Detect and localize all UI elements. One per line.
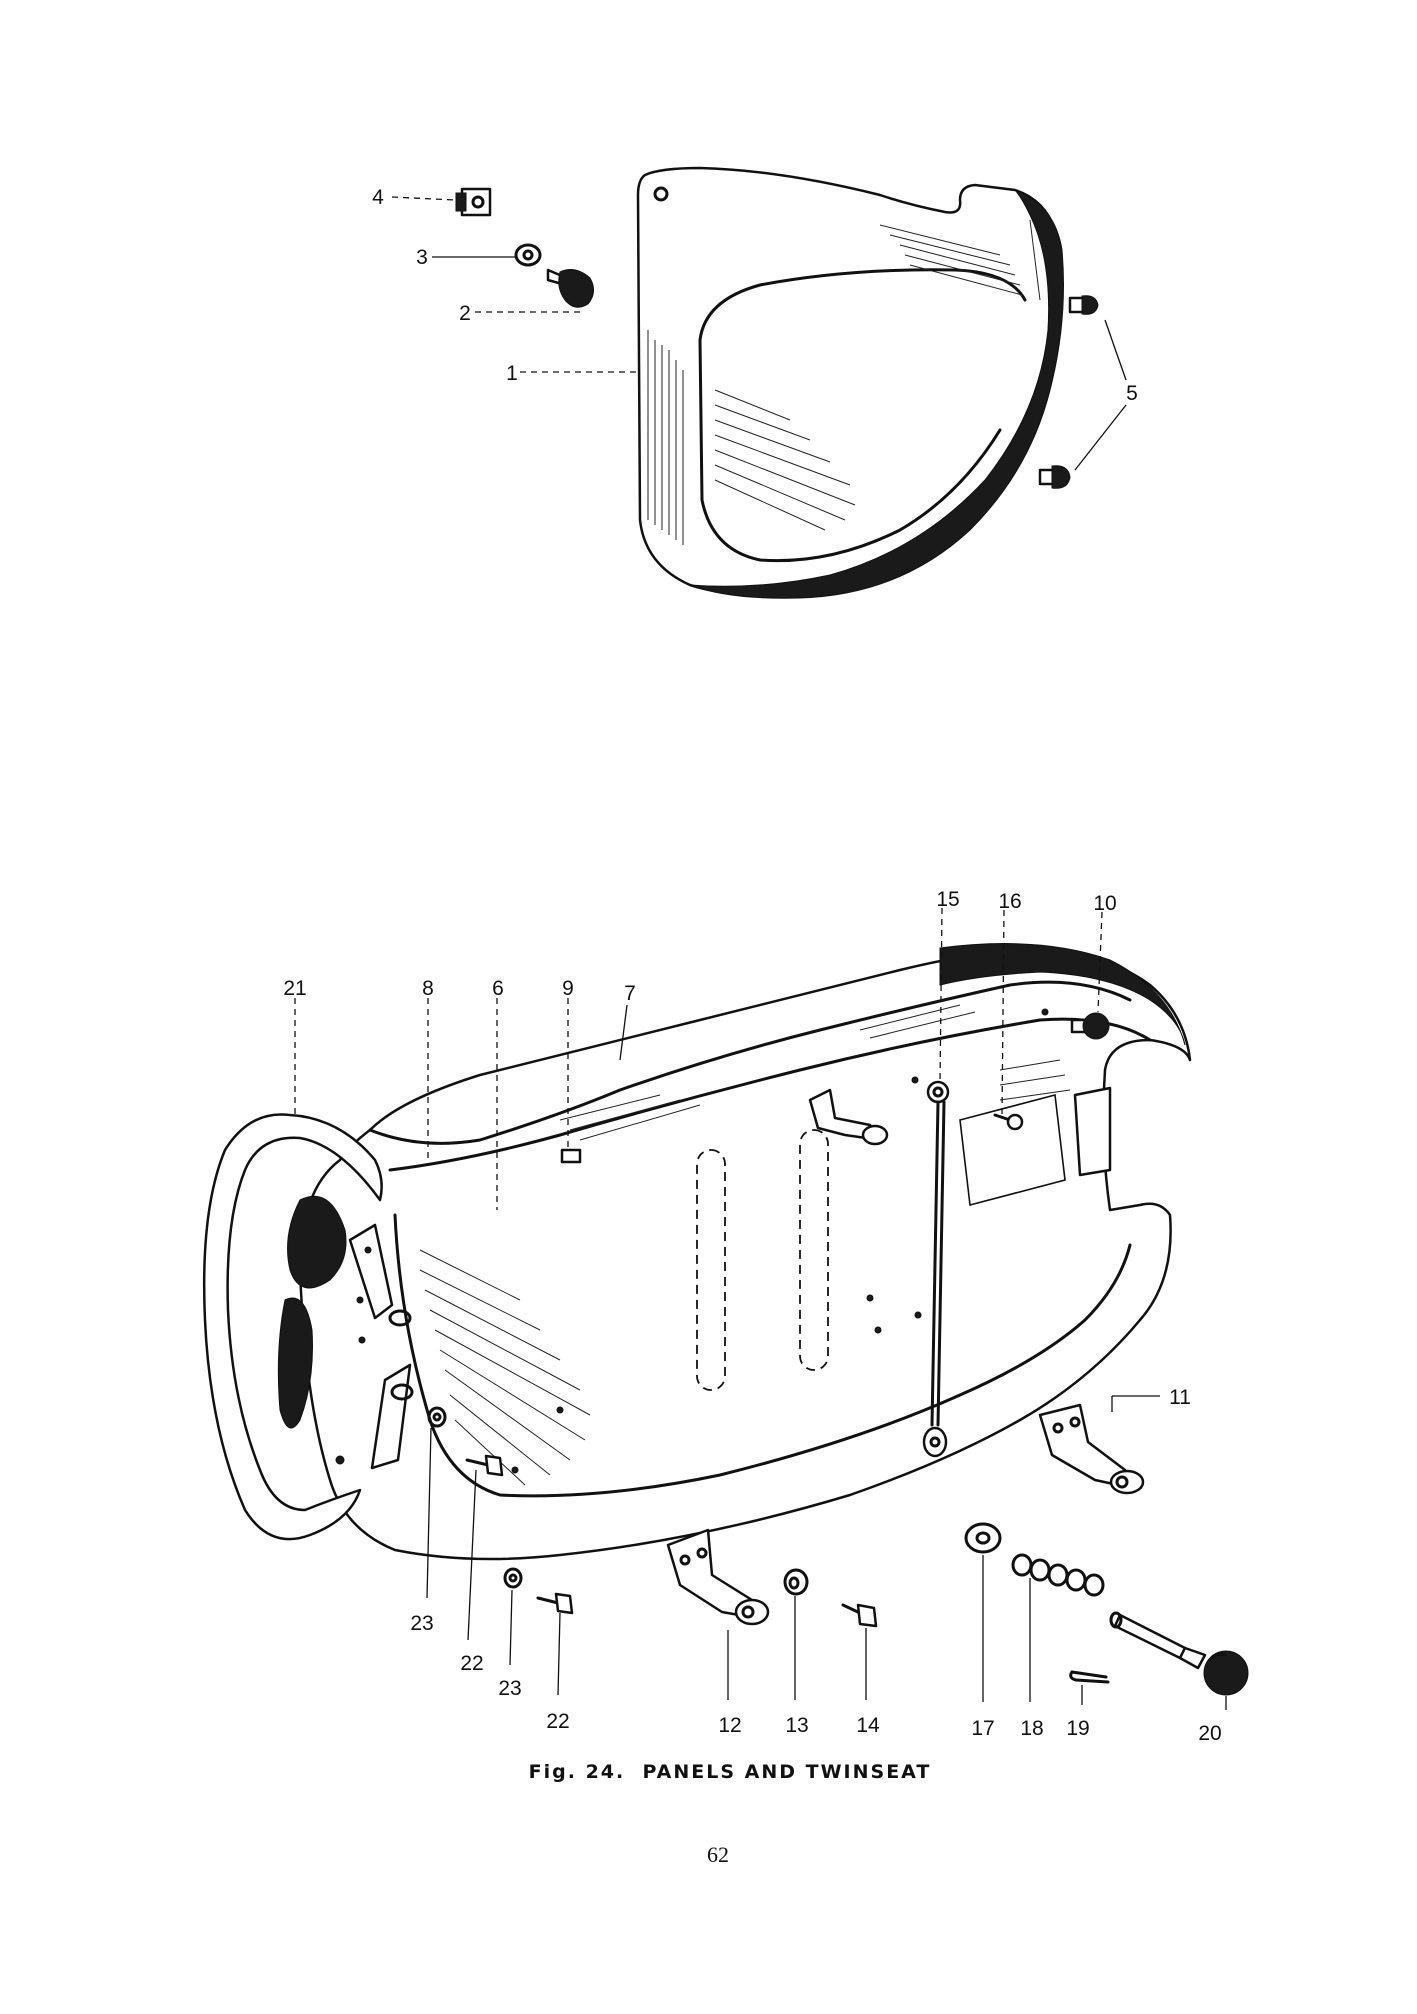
callout-3: 3 bbox=[416, 246, 428, 269]
part-13-washer bbox=[783, 1568, 809, 1596]
callout-15: 15 bbox=[936, 888, 959, 911]
part-10-knob bbox=[1070, 1012, 1110, 1040]
callout-19: 19 bbox=[1066, 1717, 1089, 1740]
twinseat-top-edge bbox=[368, 980, 1132, 1145]
callout-10: 10 bbox=[1093, 892, 1116, 915]
side-panel-inner-edge-lower bbox=[698, 338, 1002, 563]
callout-22-lower: 22 bbox=[546, 1710, 569, 1733]
part-19-split-pin bbox=[1069, 1670, 1110, 1684]
bottom-leaders bbox=[294, 907, 1227, 1710]
side-panel-shading bbox=[647, 219, 1041, 545]
part-5-stud-upper bbox=[1068, 295, 1099, 315]
callout-11: 11 bbox=[1169, 1386, 1191, 1409]
part-17-washer bbox=[964, 1522, 1002, 1554]
side-panel-inner-edge bbox=[698, 268, 1027, 342]
twinseat-center-bracket bbox=[808, 1088, 889, 1146]
side-panel-rim bbox=[689, 189, 1064, 599]
twinseat-rear-plate bbox=[959, 1093, 1066, 1207]
part-22-bolt-fitted bbox=[465, 1454, 504, 1477]
twinseat-holes bbox=[511, 1008, 1049, 1474]
callout-4: 4 bbox=[372, 186, 384, 209]
callout-16: 16 bbox=[998, 890, 1021, 913]
twinseat-group bbox=[298, 943, 1192, 1561]
part-14-bolt bbox=[841, 1603, 878, 1628]
callout-7: 7 bbox=[624, 982, 636, 1005]
twinseat-top-ridge bbox=[388, 1017, 1152, 1172]
part-23-washer-fitted bbox=[427, 1406, 447, 1428]
callout-12: 12 bbox=[718, 1714, 741, 1737]
callout-13: 13 bbox=[785, 1714, 808, 1737]
part-9-clip bbox=[560, 1148, 582, 1164]
part-15-stay bbox=[922, 1080, 950, 1458]
callout-17: 17 bbox=[971, 1717, 994, 1740]
part-21-grab-rail bbox=[202, 1113, 414, 1541]
part-2-knob-screw bbox=[546, 268, 594, 308]
part-3-washer bbox=[514, 243, 542, 267]
twinseat-front-bracket-panel bbox=[1073, 1086, 1112, 1177]
side-panel-group bbox=[636, 166, 1064, 599]
part-20-plunger bbox=[1109, 1611, 1249, 1696]
top-leaders bbox=[391, 196, 1127, 471]
callout-5: 5 bbox=[1126, 382, 1138, 405]
callout-21: 21 bbox=[283, 977, 306, 1000]
twinseat-shading bbox=[419, 1004, 1071, 1486]
twinseat-inner-edge bbox=[393, 1213, 1132, 1498]
callout-22-upper: 22 bbox=[460, 1652, 483, 1675]
callout-18: 18 bbox=[1020, 1717, 1043, 1740]
callout-14: 14 bbox=[856, 1714, 880, 1737]
part-16-screw bbox=[993, 1113, 1024, 1131]
callout-6: 6 bbox=[492, 977, 504, 1000]
callout-2: 2 bbox=[459, 302, 471, 325]
callout-labels: 4 3 2 1 5 15 16 10 21 8 6 9 7 11 23 22 2… bbox=[283, 186, 1221, 1745]
part-18-washers bbox=[1011, 1553, 1105, 1597]
part-5-stud-lower bbox=[1038, 465, 1071, 489]
twinseat-pan bbox=[298, 948, 1192, 1561]
twinseat-slot-left bbox=[696, 1149, 726, 1391]
callout-8: 8 bbox=[422, 977, 434, 1000]
part-22-bolt-loose bbox=[536, 1592, 574, 1615]
part-4-clip bbox=[455, 187, 492, 217]
twinseat-slot-right bbox=[799, 1129, 829, 1371]
callout-20: 20 bbox=[1198, 1722, 1221, 1745]
figure-caption: Fig. 24. PANELS AND TWINSEAT bbox=[529, 1761, 932, 1783]
side-panel-hole bbox=[653, 186, 669, 202]
callout-9: 9 bbox=[562, 977, 574, 1000]
twinseat-cover-band bbox=[939, 943, 1186, 1046]
callout-23-lower: 23 bbox=[498, 1677, 521, 1700]
callout-23-upper: 23 bbox=[410, 1612, 433, 1635]
part-11-hinge-bracket bbox=[1038, 1403, 1145, 1495]
callout-1: 1 bbox=[506, 362, 518, 385]
page-number: 62 bbox=[707, 1842, 729, 1867]
part-12-hinge-bracket bbox=[666, 1528, 770, 1626]
part-23-washer-loose bbox=[503, 1567, 523, 1589]
